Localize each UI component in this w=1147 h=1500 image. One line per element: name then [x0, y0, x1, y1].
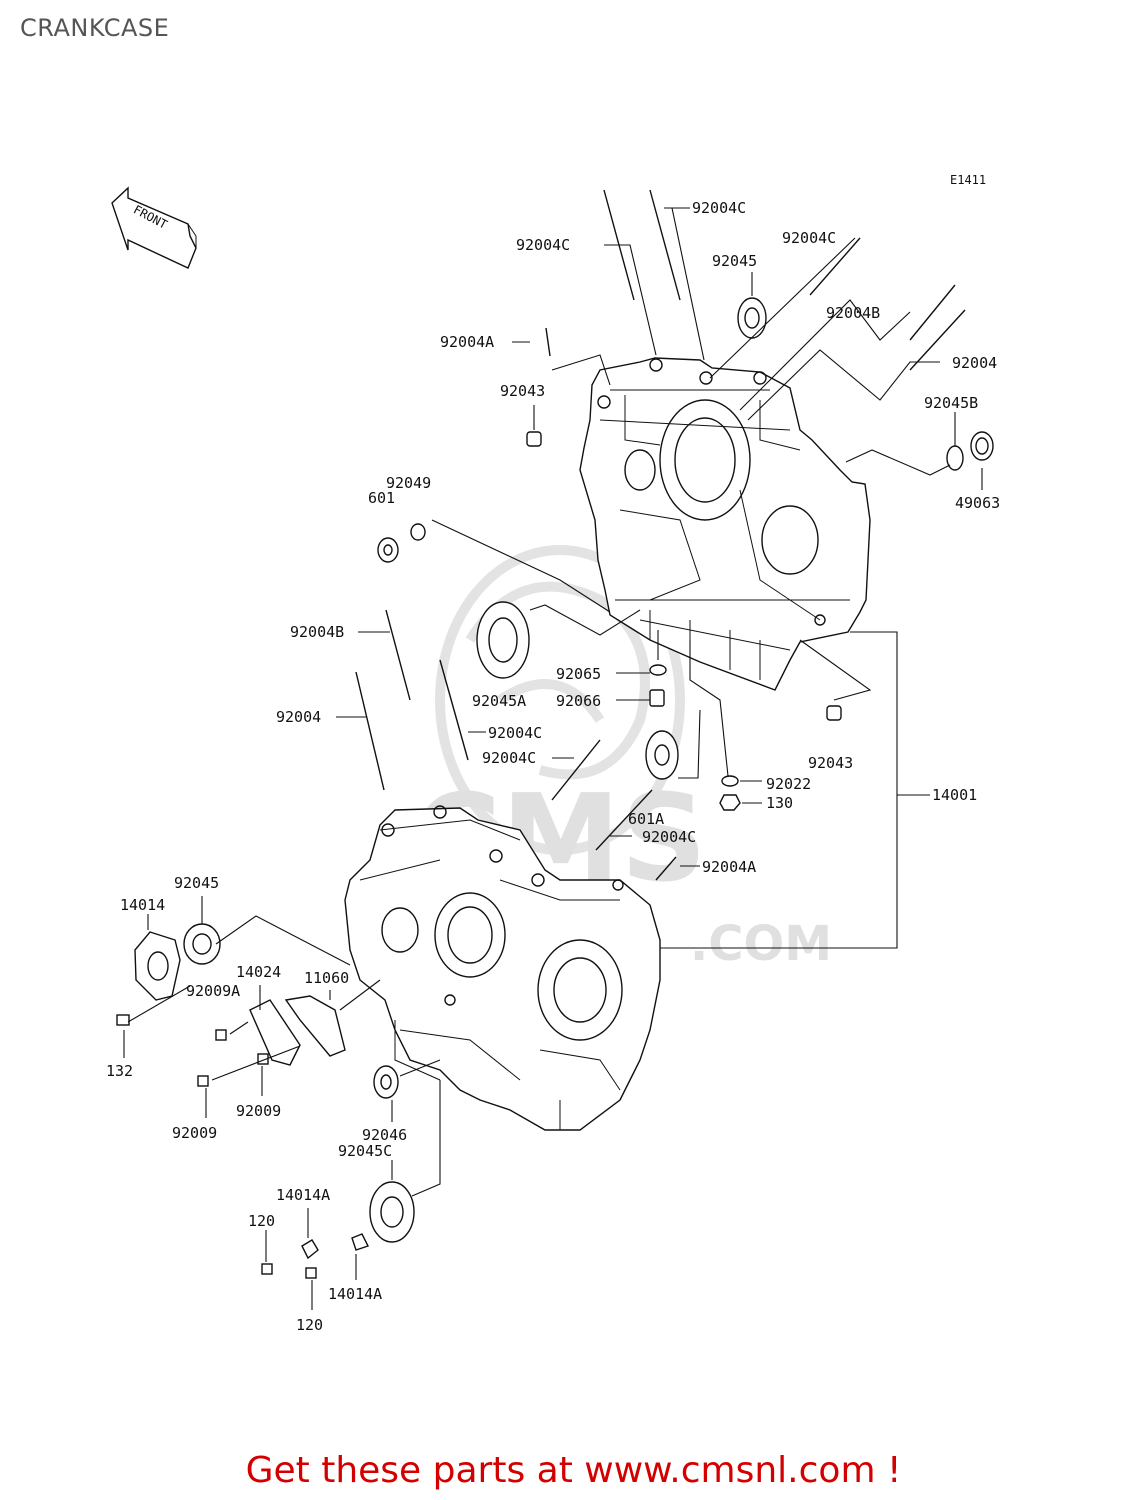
front-arrow-icon: FRONT [111, 186, 197, 269]
label-92046: 92046 [362, 1126, 407, 1144]
label-92009A: 92009A [186, 982, 240, 1000]
footer-promo-link[interactable]: Get these parts at www.cmsnl.com ! [245, 1450, 902, 1491]
label-92009-b: 92009 [236, 1102, 281, 1120]
label-92009-a: 92009 [172, 1124, 217, 1142]
label-92049: 92049 [386, 474, 431, 492]
label-92045A: 92045A [472, 692, 526, 710]
label-92004C-top: 92004C [692, 199, 746, 217]
label-14014A-b: 14014A [328, 1285, 382, 1303]
label-132: 132 [106, 1062, 133, 1080]
upper-crankcase-half [579, 357, 871, 691]
label-92004-top: 92004 [952, 354, 997, 372]
label-92004B-top: 92004B [826, 304, 880, 322]
part-labels: 92004C 92004C 92004C 92045 92004B 92004A… [106, 199, 1000, 1334]
watermark-url: .COM [690, 916, 832, 972]
label-11060: 11060 [304, 969, 349, 987]
label-130: 130 [766, 794, 793, 812]
watermark: CMS .COM [413, 545, 832, 972]
label-92045-left: 92045 [174, 874, 219, 892]
label-92045C: 92045C [338, 1142, 392, 1160]
label-14024: 14024 [236, 963, 281, 981]
label-92004C-left: 92004C [516, 236, 570, 254]
bearings [116, 297, 994, 1279]
diagram-ref-code: E1411 [950, 173, 986, 187]
studs-upper [545, 189, 966, 371]
lower-crankcase-half [344, 805, 661, 1131]
leader-lines [123, 207, 983, 1310]
label-92004-mid: 92004 [276, 708, 321, 726]
label-601A: 601A [628, 810, 664, 828]
label-92043-mid: 92043 [808, 754, 853, 772]
label-601: 601 [368, 489, 395, 507]
crankcase-exploded-diagram: CMS .COM E1411 FRONT [106, 173, 1000, 1334]
label-92004A-top: 92004A [440, 333, 494, 351]
label-92066: 92066 [556, 692, 601, 710]
label-92022: 92022 [766, 775, 811, 793]
label-120-b: 120 [296, 1316, 323, 1334]
label-92065: 92065 [556, 665, 601, 683]
label-92004A-mid: 92004A [702, 858, 756, 876]
studs-lower [355, 609, 677, 881]
label-92045B: 92045B [924, 394, 978, 412]
label-14014A-a: 14014A [276, 1186, 330, 1204]
label-49063: 49063 [955, 494, 1000, 512]
label-92045-top: 92045 [712, 252, 757, 270]
label-92043-top: 92043 [500, 382, 545, 400]
page-title: CRANKCASE [20, 14, 170, 42]
label-92004C-right: 92004C [782, 229, 836, 247]
label-92004C-mid1: 92004C [488, 724, 542, 742]
label-92004B-mid: 92004B [290, 623, 344, 641]
label-120-a: 120 [248, 1212, 275, 1230]
label-92004C-mid3: 92004C [642, 828, 696, 846]
label-14001: 14001 [932, 786, 977, 804]
label-92004C-mid2: 92004C [482, 749, 536, 767]
label-14014: 14014 [120, 896, 165, 914]
